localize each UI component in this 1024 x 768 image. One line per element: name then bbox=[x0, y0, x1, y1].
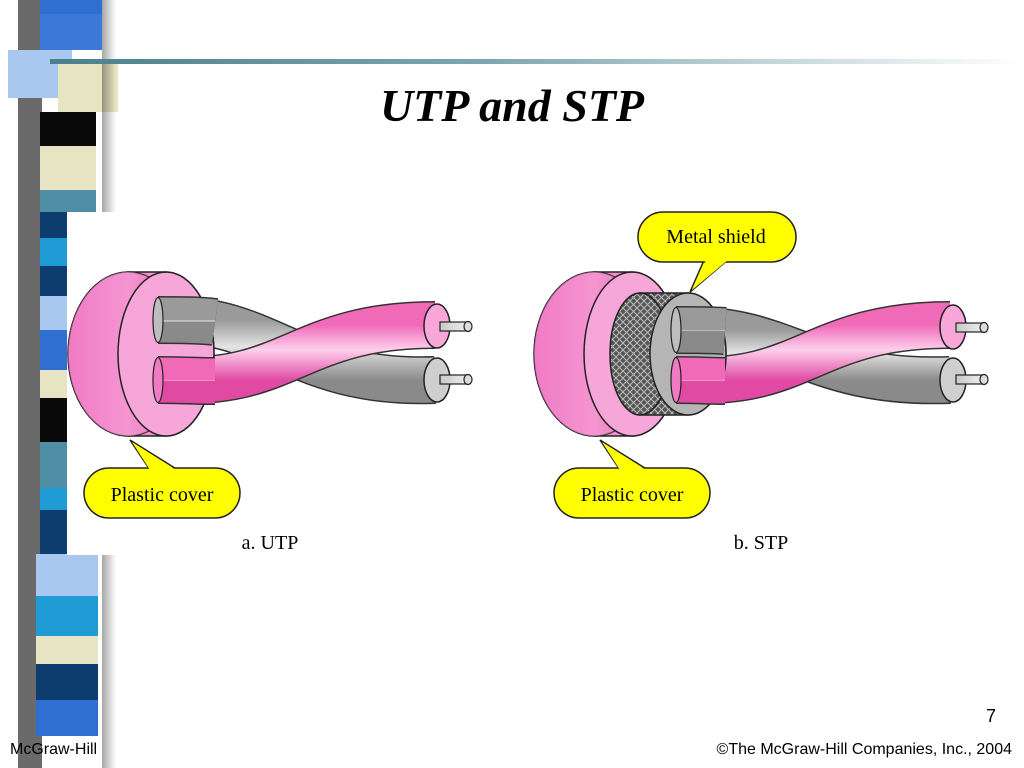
stp-caption: b. STP bbox=[734, 532, 788, 554]
utp-caption: a. UTP bbox=[242, 532, 299, 554]
utp-cable bbox=[67, 271, 473, 437]
footer-copyright: ©The McGraw-Hill Companies, Inc., 2004 bbox=[716, 741, 1012, 758]
stp-metal-shield-label: Metal shield bbox=[666, 226, 765, 248]
utp-plastic-cover-label: Plastic cover bbox=[111, 484, 214, 506]
slide-title: UTP and STP bbox=[379, 80, 645, 131]
stp-metal-shield-callout: Metal shield bbox=[637, 211, 797, 293]
utp-plastic-cover-callout: Plastic cover bbox=[83, 439, 241, 519]
stp-cable bbox=[533, 271, 989, 437]
title-rule bbox=[50, 59, 1024, 64]
stp-plastic-cover-label: Plastic cover bbox=[581, 484, 684, 506]
stp-plastic-cover-callout: Plastic cover bbox=[553, 439, 711, 519]
footer-publisher: McGraw-Hill bbox=[10, 741, 98, 758]
page-number: 7 bbox=[985, 706, 996, 726]
